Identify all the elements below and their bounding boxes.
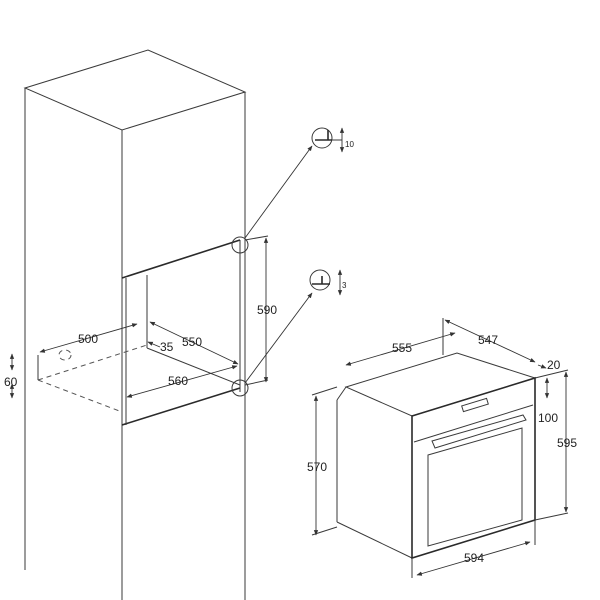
dim-35: 35	[160, 340, 174, 354]
detail-bottom-label: 3	[342, 281, 347, 290]
dim-594: 594	[464, 551, 484, 565]
detail-top	[311, 127, 345, 153]
dim-550: 550	[182, 335, 202, 349]
dim-line-560	[126, 365, 238, 398]
detail-top-label: 10	[345, 140, 354, 149]
detail-marker-top	[231, 236, 249, 254]
door-handle	[431, 414, 527, 449]
dim-line-555	[345, 332, 456, 366]
display-panel	[461, 397, 489, 413]
detail-bottom	[309, 269, 343, 296]
dim-line-594	[416, 541, 531, 576]
dim-20: 20	[547, 358, 561, 372]
dim-570: 570	[307, 460, 327, 474]
dim-547: 547	[478, 333, 498, 347]
dim-500: 500	[78, 332, 98, 346]
dim-line-550	[149, 321, 239, 365]
cabinet	[23, 49, 269, 600]
oven	[336, 352, 537, 560]
dim-560: 560	[168, 374, 188, 388]
leader-top	[244, 145, 313, 239]
dim-595: 595	[557, 436, 577, 450]
dim-line-500	[39, 323, 138, 353]
dim-100: 100	[538, 411, 558, 425]
dim-590: 590	[257, 303, 277, 317]
leader-bottom	[244, 292, 313, 384]
oven-window	[427, 427, 523, 547]
dim-555: 555	[392, 341, 412, 355]
dim-60: 60	[4, 375, 18, 389]
dim-line-547	[444, 319, 536, 363]
